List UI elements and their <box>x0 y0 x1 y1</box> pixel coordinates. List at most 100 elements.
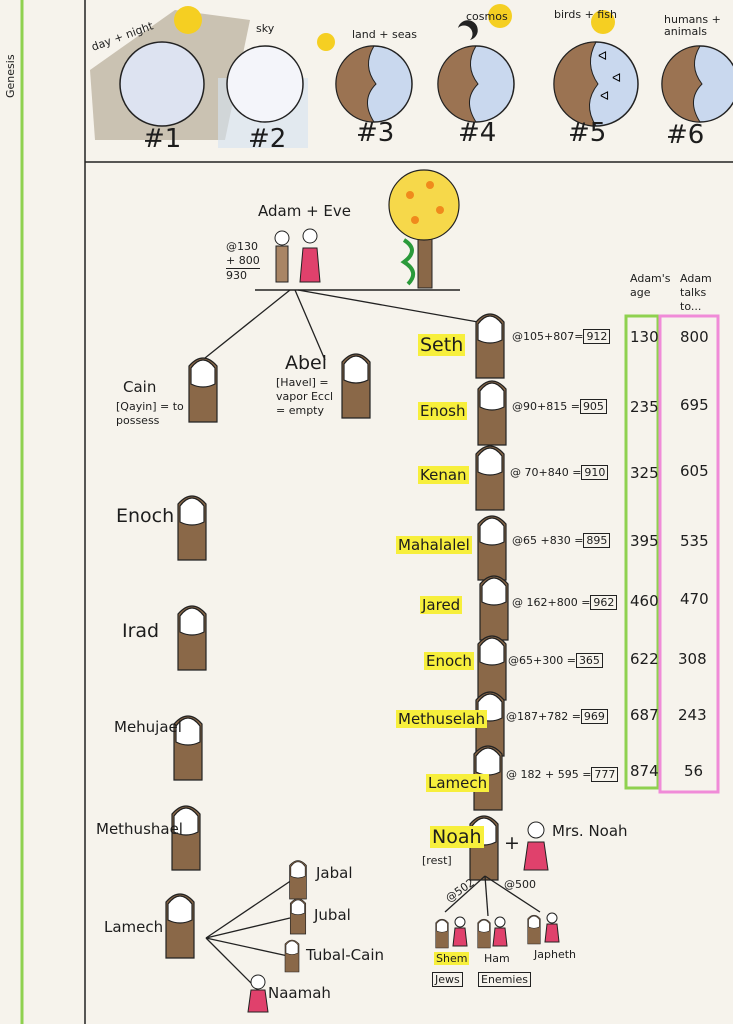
plus-sign: + <box>504 832 520 854</box>
shem-family-figures <box>435 916 468 949</box>
enoch-seth-label: Enoch <box>424 652 474 670</box>
adam-talks-header: Adam talks to... <box>680 272 712 313</box>
lamech-cain-figure <box>165 893 195 959</box>
methuselah-calc: @187+782 =969 <box>506 709 608 724</box>
day5-planet: ᐊ ᐊ ᐊ <box>553 10 639 127</box>
mrs-noah-figure <box>523 821 549 871</box>
mahalalel-adam-talks: 535 <box>680 532 709 550</box>
kenan-adam-talks: 605 <box>680 462 709 480</box>
seth-calc: @105+807=912 <box>512 329 611 344</box>
seth-label: Seth <box>418 334 466 356</box>
enoch-cain-figure <box>177 495 207 561</box>
day4-caption: cosmos <box>466 10 508 23</box>
enoch-seth-figure <box>477 635 507 701</box>
seth-adam-talks: 800 <box>680 328 709 346</box>
jubal-figure <box>289 898 307 935</box>
eve-figure <box>299 228 321 283</box>
kenan-adam-age: 325 <box>630 464 659 482</box>
age-column-box <box>624 314 660 790</box>
irad-label: Irad <box>122 620 160 642</box>
jared-adam-talks: 470 <box>680 590 709 608</box>
enoch-seth-adam-talks: 308 <box>678 650 707 668</box>
day2-caption: sky <box>256 22 275 35</box>
sun-icon <box>488 4 512 28</box>
moon-icon <box>458 20 478 40</box>
enosh-adam-age: 235 <box>630 398 659 416</box>
enoch-seth-adam-age: 622 <box>630 650 659 668</box>
fish-icon: ᐊ <box>598 49 607 63</box>
shem-label: Shem <box>434 952 470 965</box>
adams-age-header: Adam's age <box>630 272 671 299</box>
noah-label: Noah <box>430 826 484 848</box>
day3-number: #3 <box>356 118 395 148</box>
enosh-adam-talks: 695 <box>680 396 709 414</box>
day2-number: #2 <box>248 124 287 154</box>
cain-figure <box>188 357 218 423</box>
talks-column-box <box>658 314 720 794</box>
noah-note: [rest] <box>422 854 452 867</box>
methuselah-adam-age: 687 <box>630 706 659 724</box>
abel-label: Abel <box>285 352 328 374</box>
sun-icon <box>591 10 615 34</box>
ham-family-figures <box>477 916 508 949</box>
lamech-seth-adam-age: 874 <box>630 762 659 780</box>
jubal-label: Jubal <box>314 906 351 924</box>
side-label: Genesis <box>4 54 17 98</box>
jared-calc: @ 162+800 =962 <box>512 595 618 610</box>
lamech-seth-label: Lamech <box>426 774 490 792</box>
day3-caption: land + seas <box>352 28 417 41</box>
enoch-seth-calc: @65+300 =365 <box>508 653 603 668</box>
sun-icon <box>174 6 202 34</box>
shem-tag: Jews <box>432 972 463 987</box>
seth-adam-age: 130 <box>630 328 659 346</box>
jared-figure <box>479 575 509 641</box>
mahalalel-adam-age: 395 <box>630 532 659 550</box>
ham-label: Ham <box>484 952 510 965</box>
fish-icon: ᐊ <box>600 89 609 103</box>
jabal-figure <box>289 860 307 900</box>
naamah-figure <box>247 974 269 1013</box>
cain-note: [Qayin] = to possess <box>116 400 184 427</box>
abel-figure <box>341 353 371 419</box>
day3-planet <box>317 33 413 123</box>
methuselah-adam-talks: 243 <box>678 706 707 724</box>
day1-number: #1 <box>143 124 182 154</box>
adam-figure <box>274 230 290 283</box>
day5-number: #5 <box>568 118 607 148</box>
methushael-figure <box>171 805 201 871</box>
lamech-seth-adam-talks: 56 <box>684 762 704 780</box>
day6-number: #6 <box>666 120 705 150</box>
day5-caption: birds + fish <box>554 8 617 21</box>
mahalalel-label: Mahalalel <box>396 536 472 554</box>
jared-adam-age: 460 <box>630 592 659 610</box>
lamech-cain-label: Lamech <box>104 918 164 936</box>
day1-planet <box>90 6 250 140</box>
tubal-cain-label: Tubal-Cain <box>306 946 385 964</box>
adam-lifespan-calc: @130 + 800 930 <box>226 240 260 282</box>
day2-planet <box>218 45 308 148</box>
mrs-noah-label: Mrs. Noah <box>552 822 628 840</box>
abel-note: [Havel] = vapor Eccl = empty <box>276 376 334 417</box>
enoch-cain-label: Enoch <box>116 505 175 527</box>
mehujael-label: Mehujael <box>114 718 182 736</box>
tree-icon <box>317 33 335 51</box>
kenan-figure <box>475 445 505 511</box>
lamech-seth-calc: @ 182 + 595 =777 <box>506 767 619 782</box>
fish-icon: ᐊ <box>612 71 621 85</box>
naamah-label: Naamah <box>268 984 331 1002</box>
kenan-label: Kenan <box>418 466 469 484</box>
day6-planet <box>661 45 733 123</box>
cain-label: Cain <box>123 378 157 396</box>
enosh-label: Enosh <box>418 402 468 420</box>
ham-tag: Enemies <box>478 972 531 987</box>
seth-figure <box>475 313 505 379</box>
kenan-calc: @ 70+840 =910 <box>510 465 609 480</box>
irad-figure <box>177 605 207 671</box>
methushael-label: Methushael <box>96 820 183 838</box>
mahalalel-figure <box>477 515 507 581</box>
mahalalel-calc: @65 +830 =895 <box>512 533 611 548</box>
noah-age-b: @500 <box>504 878 536 891</box>
japheth-label: Japheth <box>534 948 576 961</box>
jabal-label: Jabal <box>316 864 353 882</box>
